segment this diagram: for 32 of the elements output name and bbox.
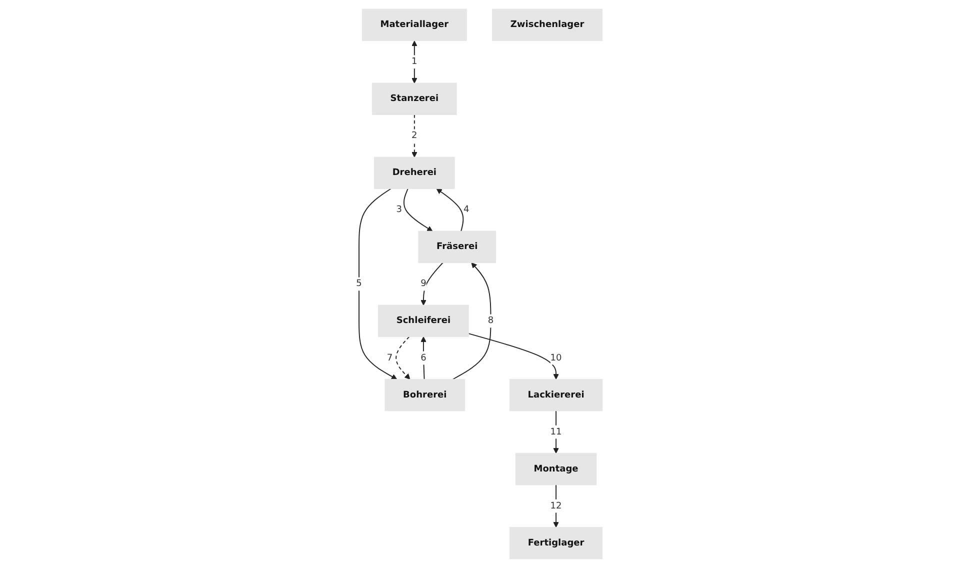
edge-label: 6 xyxy=(420,352,426,362)
node-box: Fertiglager xyxy=(509,526,602,559)
arrow xyxy=(420,262,443,305)
node-box: Dreherei xyxy=(374,156,455,189)
arrow xyxy=(436,188,464,232)
edge-label: 8 xyxy=(488,315,494,326)
edge-label: 4 xyxy=(463,204,470,214)
node-box: Fräserei xyxy=(418,230,496,263)
edge-label: 2 xyxy=(411,130,418,140)
arrow xyxy=(395,336,410,380)
edge-label: 11 xyxy=(550,426,562,436)
arrow xyxy=(358,188,397,380)
edge-label: 9 xyxy=(420,278,426,288)
arrow xyxy=(468,332,559,380)
edge-label: 10 xyxy=(550,352,562,362)
node-box: Schleiferei xyxy=(378,304,469,337)
edge-label: 1 xyxy=(411,56,418,66)
edge-label: 5 xyxy=(356,278,362,288)
node-box: Stanzerei xyxy=(372,82,457,115)
edge-label: 3 xyxy=(396,204,402,214)
arrow xyxy=(552,410,559,454)
arrow xyxy=(403,188,432,231)
node-box: Montage xyxy=(515,452,596,485)
node-box: Bohrerei xyxy=(384,378,465,411)
arrow xyxy=(452,262,491,380)
arrow xyxy=(552,484,559,528)
edge-label: 12 xyxy=(550,500,562,510)
node-box: Lackiererei xyxy=(509,378,602,411)
node-box: Materiallager xyxy=(362,8,467,41)
node-box: Zwischenlager xyxy=(492,8,602,41)
arrow xyxy=(420,336,426,380)
edge-label: 7 xyxy=(386,352,392,362)
